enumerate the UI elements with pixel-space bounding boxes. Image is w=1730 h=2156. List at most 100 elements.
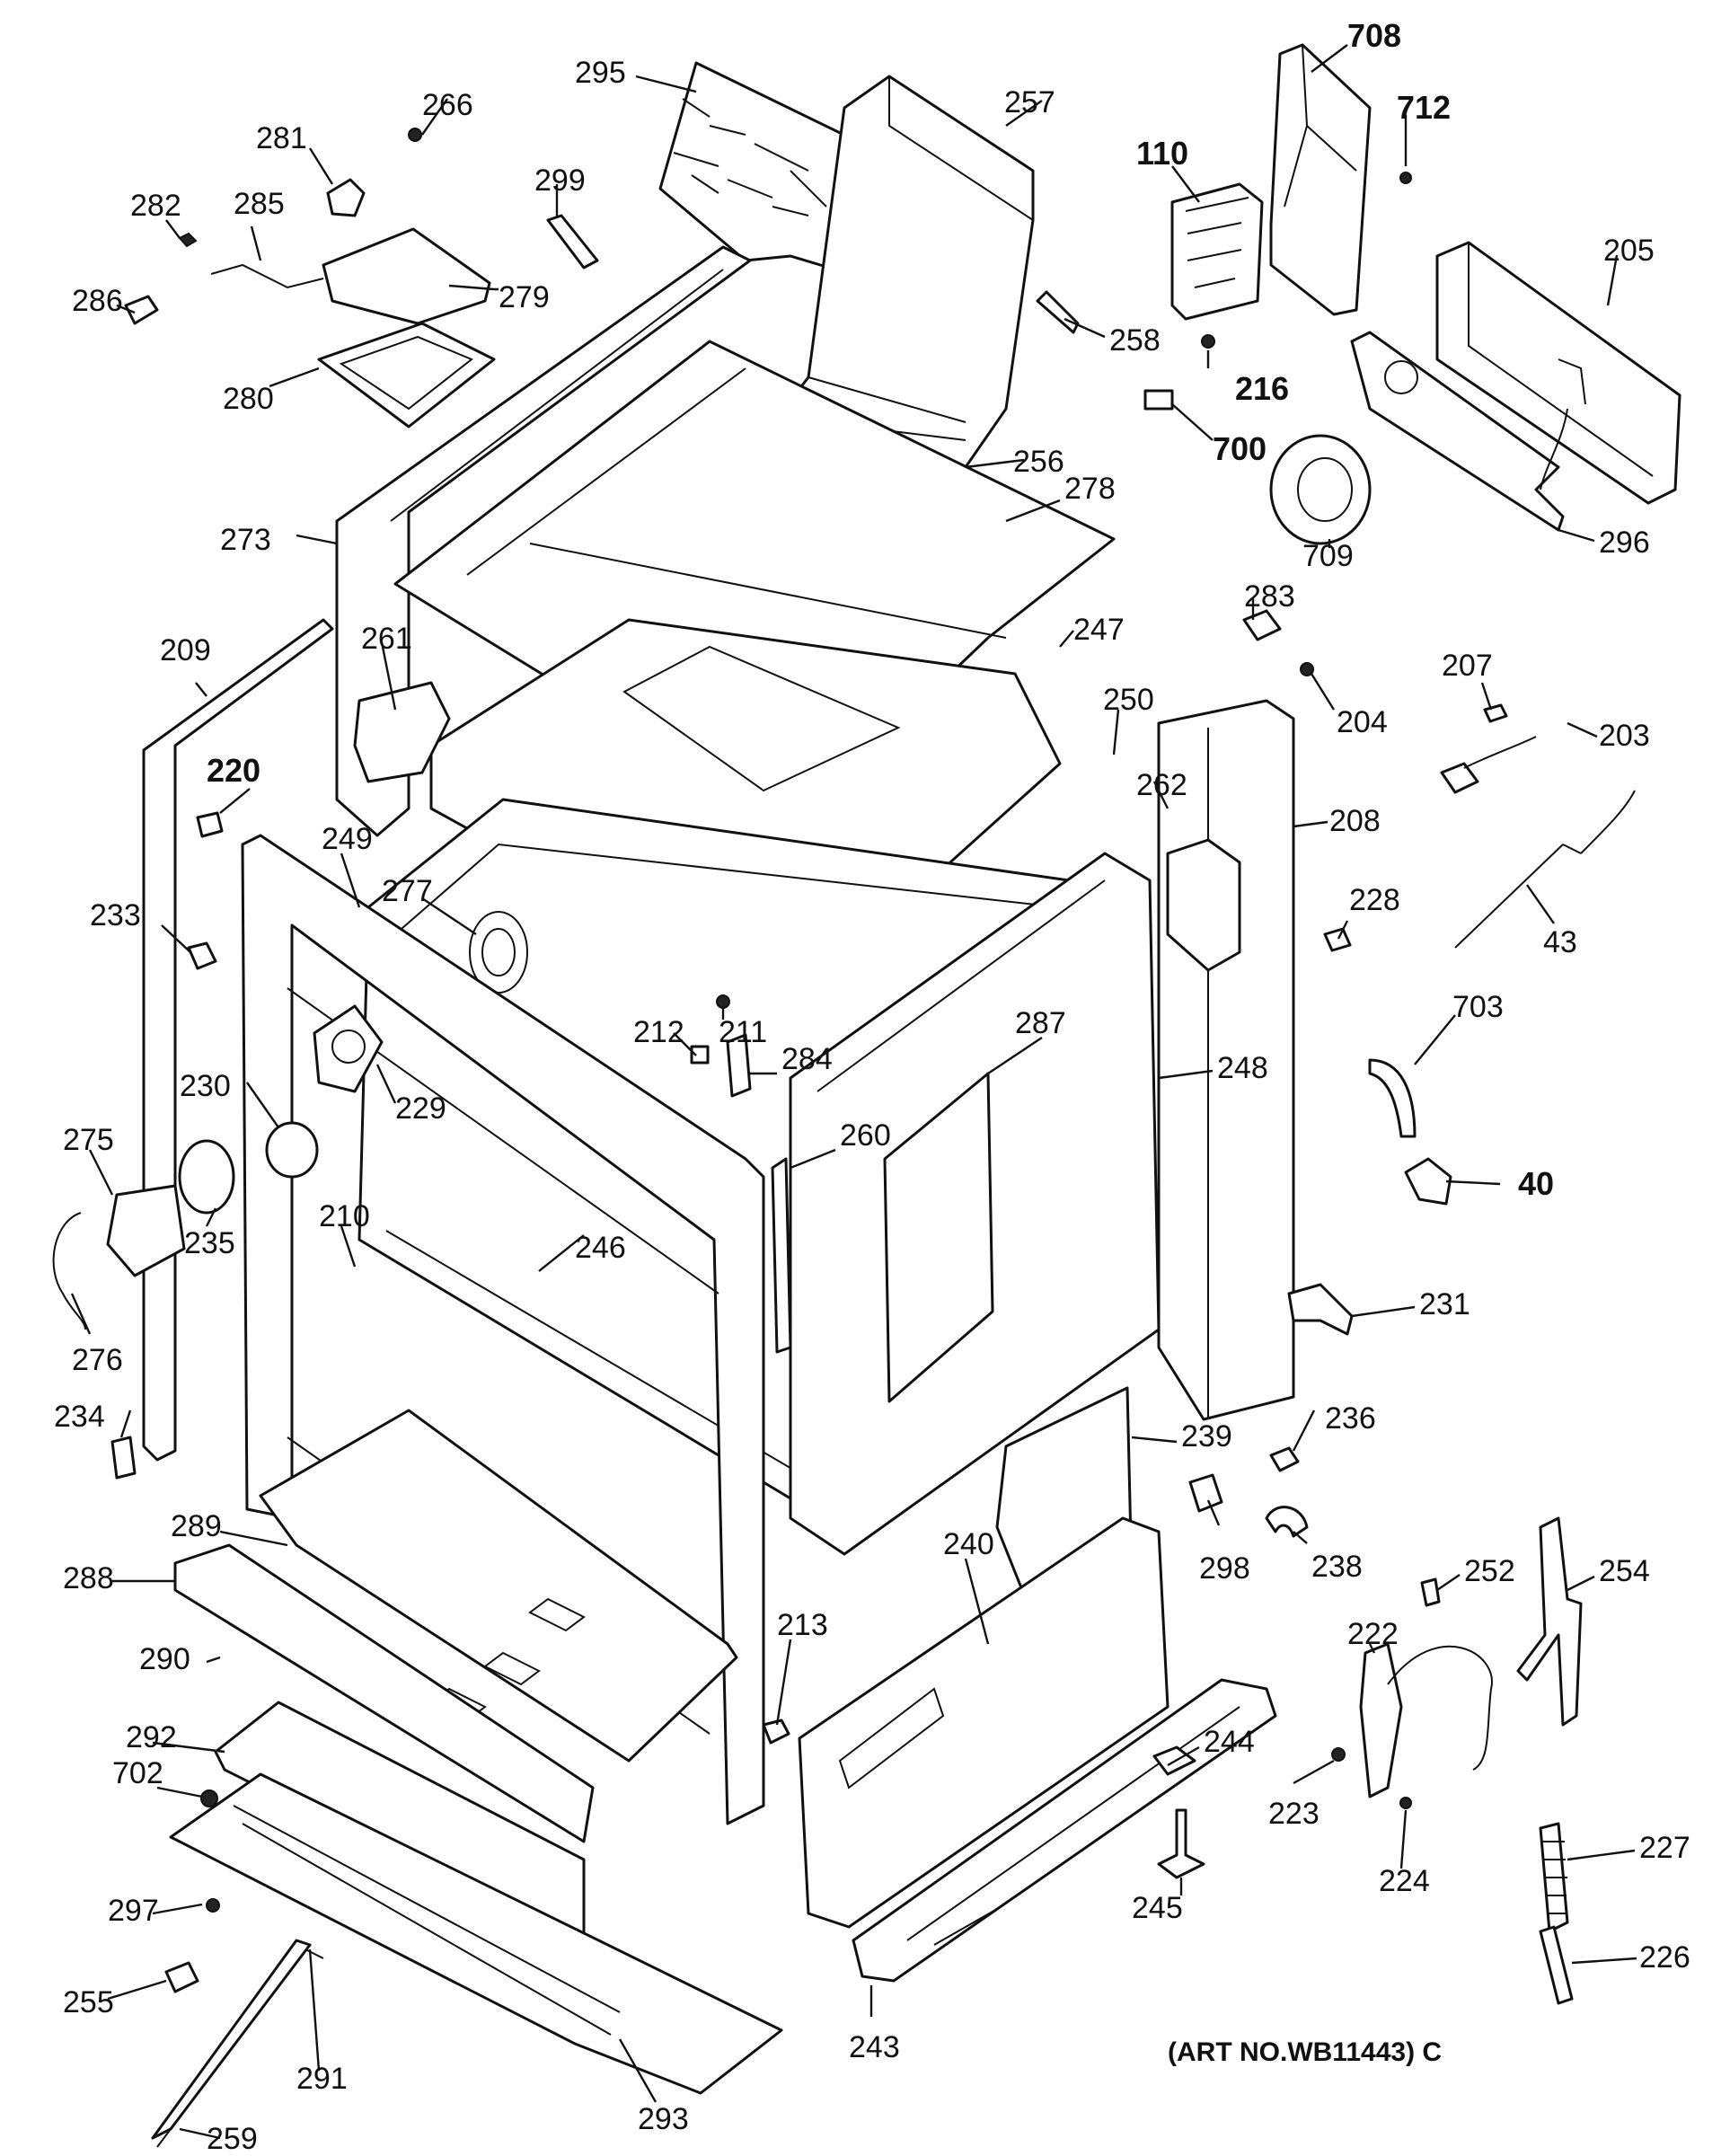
callout-label-256: 256 (1013, 445, 1064, 479)
callout-label-224: 224 (1379, 1864, 1430, 1898)
callout-label-298: 298 (1199, 1551, 1250, 1586)
callout-label-222: 222 (1347, 1617, 1399, 1651)
part-shield-262 (1166, 838, 1241, 972)
callout-label-292: 292 (126, 1720, 177, 1754)
callout-label-239: 239 (1181, 1419, 1232, 1454)
part-socket-230 (265, 1121, 319, 1179)
part-clip-207 (1483, 703, 1508, 723)
callout-label-254: 254 (1599, 1554, 1650, 1588)
part-nut-282 (178, 232, 198, 248)
callout-label-244: 244 (1204, 1725, 1255, 1759)
part-shield-703 (1368, 1058, 1417, 1138)
part-lens-275 (106, 1184, 186, 1277)
callout-label-290: 290 (139, 1642, 190, 1676)
callout-label-228: 228 (1349, 883, 1400, 917)
callout-label-275: 275 (63, 1123, 114, 1157)
callout-label-240: 240 (943, 1527, 994, 1561)
callout-label-246: 246 (575, 1231, 626, 1265)
callout-label-220: 220 (207, 752, 260, 789)
callout-label-293: 293 (638, 2102, 689, 2136)
callout-label-40: 40 (1518, 1165, 1554, 1202)
part-module-cover (1269, 43, 1372, 316)
callout-label-281: 281 (256, 121, 307, 155)
callout-label-233: 233 (90, 898, 141, 932)
callout-label-277: 277 (382, 874, 433, 908)
callout-label-203: 203 (1599, 719, 1650, 753)
part-leg-245 (1157, 1808, 1205, 1879)
part-screw-266 (408, 128, 422, 142)
callout-label-255: 255 (63, 1985, 114, 2019)
callout-label-259: 259 (207, 2122, 258, 2156)
part-nut-216 (1201, 334, 1215, 349)
callout-label-295: 295 (575, 56, 626, 90)
part-clip-228 (1323, 927, 1352, 952)
callout-label-708: 708 (1347, 17, 1401, 54)
callout-label-273: 273 (220, 523, 271, 557)
part-rail-259 (151, 1939, 312, 2140)
callout-label-236: 236 (1325, 1401, 1376, 1436)
callout-label-208: 208 (1329, 804, 1381, 838)
part-screw-223 (1331, 1747, 1346, 1762)
callout-label-278: 278 (1064, 472, 1116, 506)
part-clip-220 (196, 811, 224, 838)
part-clip-252 (1420, 1577, 1441, 1607)
callout-label-243: 243 (849, 2030, 900, 2064)
callout-label-257: 257 (1004, 85, 1055, 119)
part-knob-286 (124, 295, 159, 325)
part-drawer-front-240 (798, 1516, 1170, 1929)
callout-label-227: 227 (1639, 1831, 1690, 1865)
part-harness-203 (1540, 358, 1586, 490)
part-clamp-238 (1265, 1506, 1309, 1538)
part-bracket-40 (1404, 1157, 1452, 1206)
callout-label-258: 258 (1109, 323, 1161, 358)
callout-label-212: 212 (633, 1015, 684, 1049)
callout-label-288: 288 (63, 1561, 114, 1595)
part-link-226 (1539, 1925, 1574, 2005)
callout-label-223: 223 (1268, 1797, 1320, 1831)
callout-label-297: 297 (108, 1894, 159, 1928)
part-leveler-255 (164, 1961, 199, 1993)
part-vent-260 (771, 1157, 792, 1354)
part-clip-700 (1143, 389, 1174, 411)
part-hinge-arm (1387, 1645, 1493, 1771)
part-hinge-254 (1516, 1516, 1583, 1727)
callout-label-238: 238 (1311, 1550, 1363, 1584)
part-bulb-235 (178, 1139, 235, 1215)
callout-label-282: 282 (130, 189, 181, 223)
part-oven-top-247 (429, 618, 1062, 1008)
callout-label-709: 709 (1302, 539, 1354, 573)
callout-label-286: 286 (72, 284, 123, 318)
part-broil-pan-289 (259, 1409, 738, 1763)
part-wire-276 (52, 1212, 86, 1330)
part-clip-283 (1242, 609, 1282, 641)
part-grommet-233 (187, 941, 217, 970)
callout-label-703: 703 (1452, 990, 1504, 1024)
part-connector (1440, 762, 1479, 794)
part-nut-702 (200, 1789, 218, 1807)
part-clip-299 (546, 214, 599, 270)
leader-lines (70, 44, 1637, 2140)
part-screw-712 (1399, 172, 1412, 184)
callout-label-216: 216 (1235, 370, 1289, 407)
callout-label-249: 249 (322, 822, 373, 856)
callout-label-247: 247 (1073, 613, 1125, 647)
callout-label-283: 283 (1244, 579, 1295, 614)
part-rail-288 (173, 1543, 595, 1843)
callout-label-296: 296 (1599, 526, 1650, 560)
callout-label-250: 250 (1103, 683, 1154, 717)
callout-label-205: 205 (1603, 234, 1655, 268)
part-clip-234 (110, 1436, 137, 1480)
callout-label-248: 248 (1217, 1051, 1268, 1085)
part-back-rail-209 (142, 618, 334, 1462)
callout-label-712: 712 (1397, 89, 1451, 126)
callout-label-700: 700 (1213, 430, 1267, 467)
part-clip-236 (1269, 1446, 1300, 1472)
callout-label-209: 209 (160, 633, 211, 667)
callout-label-230: 230 (180, 1069, 231, 1103)
part-bracket-231 (1287, 1283, 1354, 1336)
callout-label-291: 291 (296, 2062, 348, 2096)
part-screw-211 (716, 994, 730, 1009)
callout-label-289: 289 (171, 1509, 222, 1543)
callout-label-245: 245 (1132, 1891, 1183, 1925)
